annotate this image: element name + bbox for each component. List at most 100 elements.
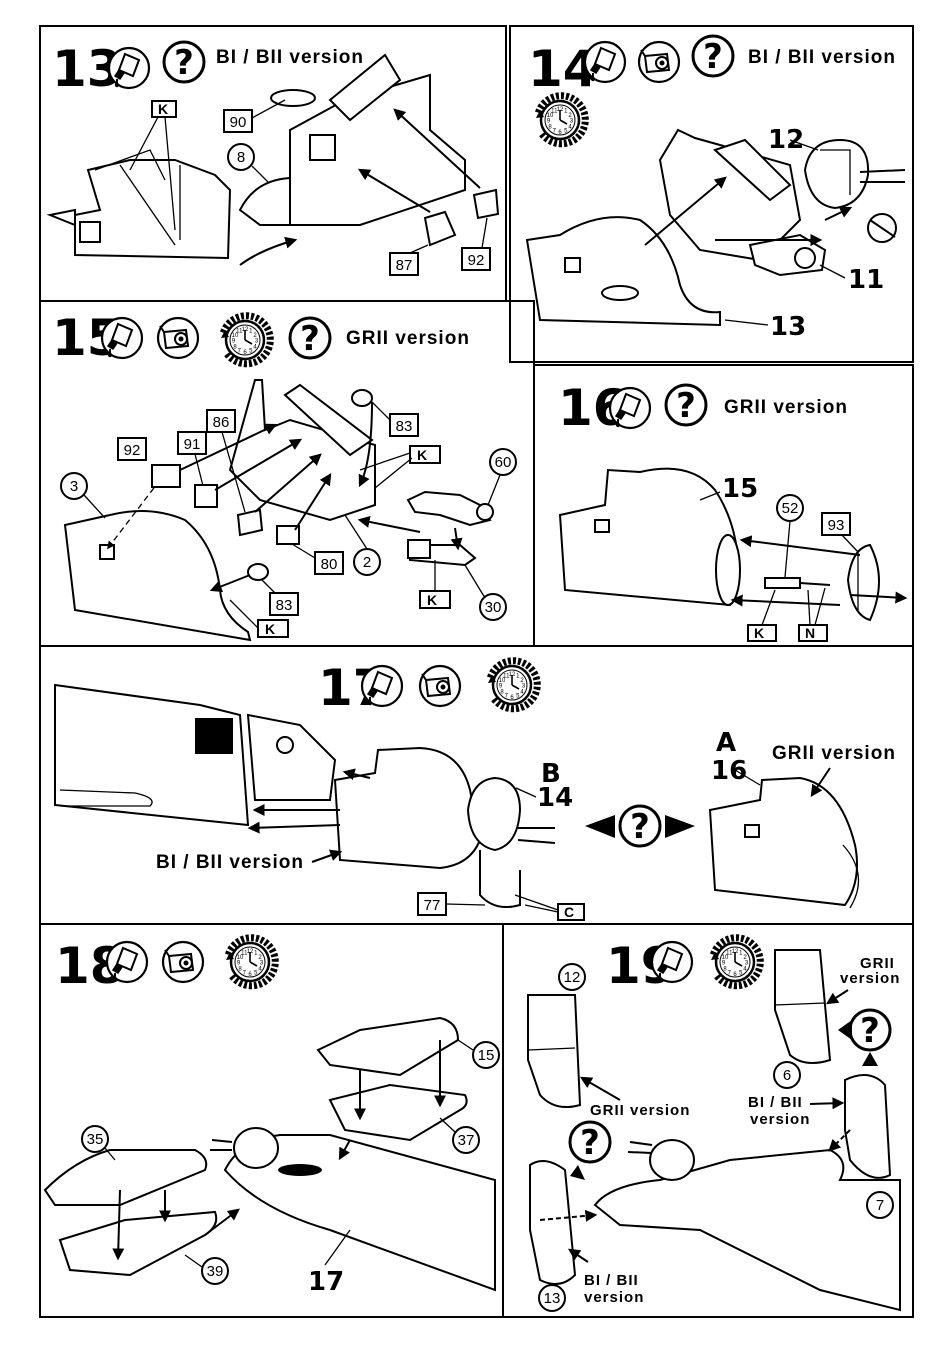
part-80 xyxy=(276,525,300,545)
part-83 xyxy=(351,389,373,407)
cockpit-frame-2 xyxy=(228,379,376,522)
svg-text:80: 80 xyxy=(321,556,338,573)
svg-text:K: K xyxy=(158,101,168,117)
clock-numeral: 6 xyxy=(248,972,252,978)
callout-52: 52 xyxy=(776,494,804,522)
svg-text:93: 93 xyxy=(828,517,845,534)
marker-k: K xyxy=(419,590,451,609)
part-83b xyxy=(247,563,269,581)
nose-section-15 xyxy=(558,467,740,607)
nose-section-a xyxy=(708,776,858,907)
svg-text:35: 35 xyxy=(87,1131,104,1148)
svg-text:K: K xyxy=(427,592,437,608)
callout-12: 12 xyxy=(558,963,586,991)
svg-text:?: ? xyxy=(300,319,320,359)
clock-numeral: 5 xyxy=(564,129,568,135)
fuselage-19 xyxy=(593,1148,901,1312)
clock-numeral: 7 xyxy=(553,129,557,135)
svg-text:15: 15 xyxy=(478,1047,495,1064)
step-13: 13 ? BI / BII version K 8 xyxy=(46,40,500,276)
clock-numeral: 1 xyxy=(254,951,258,957)
paint-tin-icon xyxy=(156,316,200,360)
clock-numeral: 8 xyxy=(500,689,504,695)
paint-tin-icon xyxy=(418,664,462,708)
svg-text:6: 6 xyxy=(783,1067,791,1084)
svg-text:39: 39 xyxy=(207,1263,224,1280)
clock-numeral: 2 xyxy=(253,333,257,339)
marker-c: C xyxy=(557,903,585,921)
option-question-icon: ? xyxy=(691,34,735,78)
clock-numeral: 1 xyxy=(739,951,743,957)
fin-7 xyxy=(844,1074,892,1179)
clock-numeral: 4 xyxy=(258,966,262,972)
svg-text:?: ? xyxy=(630,807,650,847)
clock-numeral: 5 xyxy=(249,349,253,355)
clock-numeral: 6 xyxy=(558,130,562,136)
glue-tube-icon xyxy=(583,40,627,84)
clock-numeral: 5 xyxy=(739,971,743,977)
marker-n: N xyxy=(798,624,828,642)
clock-numeral: 10 xyxy=(232,333,239,339)
svg-text:60: 60 xyxy=(495,454,512,471)
clock-numeral: 12 xyxy=(509,672,516,678)
stabilizer-37 xyxy=(328,1083,468,1142)
clock-numeral: 4 xyxy=(520,689,524,695)
label-gr-mid: GRII version xyxy=(590,1102,690,1119)
clock-numeral: 8 xyxy=(548,124,552,130)
svg-text:13: 13 xyxy=(544,1290,561,1307)
cockpit-opening xyxy=(195,718,233,754)
label-12: 12 xyxy=(768,125,804,155)
label-a: A xyxy=(716,728,736,758)
callout-3: 3 xyxy=(60,472,88,500)
svg-text:K: K xyxy=(417,447,427,463)
clock-numeral: 8 xyxy=(233,344,237,350)
svg-text:?: ? xyxy=(174,43,194,83)
svg-text:K: K xyxy=(754,625,764,641)
svg-text:3: 3 xyxy=(70,478,78,495)
option-question-icon: ? xyxy=(664,383,708,427)
callout-30: 30 xyxy=(479,593,507,621)
label-gr-version: GRII version xyxy=(772,743,896,764)
glue-tube-icon xyxy=(360,664,404,708)
callout-6: 6 xyxy=(773,1061,801,1089)
part-87 xyxy=(423,210,457,247)
svg-text:8: 8 xyxy=(237,149,245,166)
turret-12 xyxy=(803,138,870,210)
clock-numeral: 9 xyxy=(722,961,726,967)
svg-text:K: K xyxy=(265,621,275,637)
label-13: 13 xyxy=(770,312,806,342)
clock-numeral: 7 xyxy=(238,349,242,355)
clock-numeral: 2 xyxy=(743,955,747,961)
svg-text:C: C xyxy=(564,904,574,920)
callout-93: 93 xyxy=(821,512,851,536)
clock-numeral: 3 xyxy=(570,119,574,125)
label-bi-version: BI / BII version xyxy=(156,852,304,873)
callout-60: 60 xyxy=(489,448,517,476)
clock-numeral: 12 xyxy=(557,107,564,113)
label-17: 17 xyxy=(308,1267,344,1297)
option-question-icon: ? xyxy=(288,316,332,360)
svg-text:91: 91 xyxy=(184,436,201,453)
svg-text:86: 86 xyxy=(213,414,230,431)
turret-lower xyxy=(479,850,521,908)
callout-86: 86 xyxy=(206,409,236,433)
marker-k: K xyxy=(747,624,777,642)
clock-numeral: 9 xyxy=(232,339,236,345)
callout-35: 35 xyxy=(81,1125,109,1153)
callout-15: 15 xyxy=(472,1041,500,1069)
callout-92: 92 xyxy=(461,247,491,271)
svg-text:83: 83 xyxy=(276,597,293,614)
clock-numeral: 9 xyxy=(237,961,241,967)
part-86 xyxy=(236,508,264,537)
clock-numeral: 1 xyxy=(516,674,520,680)
clock-numeral: 3 xyxy=(255,339,259,345)
stabilizer-39 xyxy=(58,1210,218,1277)
